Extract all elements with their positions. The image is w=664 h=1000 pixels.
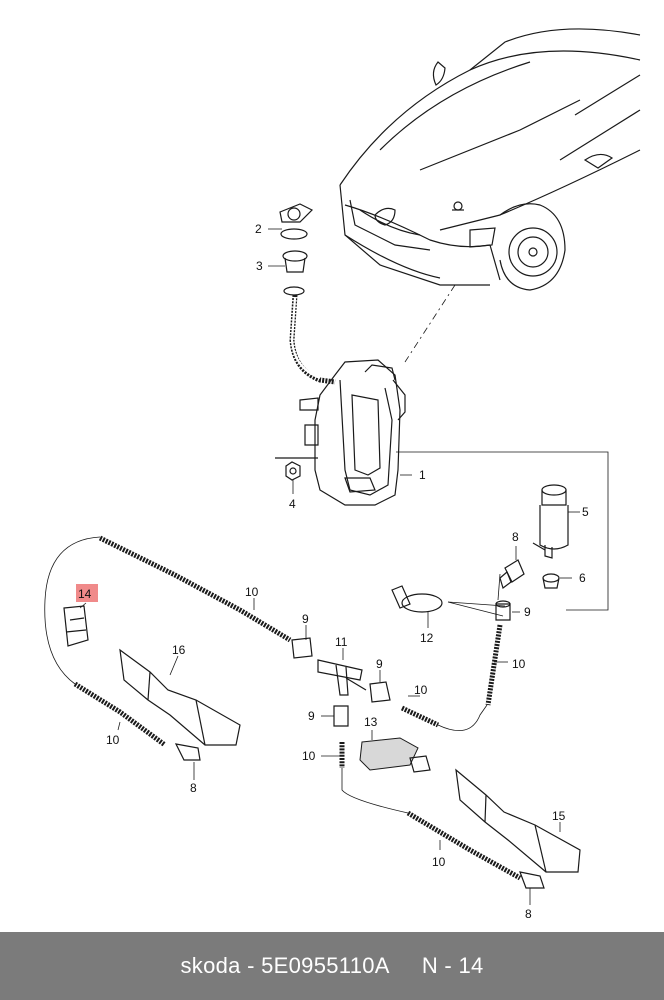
label-1: 1 <box>419 468 426 482</box>
filler-cap <box>279 203 314 240</box>
label-16: 16 <box>172 643 186 657</box>
bracket-14 <box>63 605 89 647</box>
filler-grommet <box>282 250 308 273</box>
label-8-left: 8 <box>190 781 197 795</box>
leader-lines <box>79 228 580 905</box>
connectors-9 <box>291 637 391 727</box>
footer-part-number: 5E0955110A <box>261 953 390 978</box>
parts-diagram: 2 3 4 1 5 6 8 9 12 10 10 9 11 9 10 9 13 … <box>44 28 641 921</box>
washer-pump <box>532 484 569 559</box>
label-9-right: 9 <box>524 605 531 619</box>
diagram-svg: 2 3 4 1 5 6 8 9 12 10 10 9 11 9 10 9 13 … <box>44 28 641 921</box>
leader-car-to-reservoir <box>404 284 456 363</box>
hoses <box>73 535 522 881</box>
footer-position: N - 14 <box>421 953 484 978</box>
label-10-mid: 10 <box>414 683 428 697</box>
label-9-low: 9 <box>308 709 315 723</box>
filler-neck-hose <box>289 294 336 385</box>
label-10-left: 10 <box>106 733 120 747</box>
washer-reservoir <box>275 359 406 506</box>
label-10-bottom: 10 <box>432 855 446 869</box>
label-9-top: 9 <box>302 612 309 626</box>
hose-clip <box>391 585 443 613</box>
connector-pump <box>499 559 525 589</box>
label-3: 3 <box>256 259 263 273</box>
part-labels: 2 3 4 1 5 6 8 9 12 10 10 9 11 9 10 9 13 … <box>78 222 589 921</box>
label-10-low: 10 <box>302 749 316 763</box>
connector-9-right <box>495 600 511 621</box>
label-8-pump: 8 <box>512 530 519 544</box>
label-10-right: 10 <box>512 657 526 671</box>
highlight-box-14 <box>76 584 98 602</box>
washer-jet-left <box>119 648 241 761</box>
label-12: 12 <box>420 631 434 645</box>
label-10-top: 10 <box>245 585 259 599</box>
washer-jet-right <box>455 768 581 889</box>
footer-gap <box>390 953 422 979</box>
nut <box>285 461 301 481</box>
label-15: 15 <box>552 809 566 823</box>
car-illustration <box>339 28 641 291</box>
footer-brand: skoda <box>180 953 241 978</box>
label-14: 14 <box>78 587 92 601</box>
label-11: 11 <box>335 635 348 649</box>
pump-grommet <box>542 573 560 589</box>
label-2: 2 <box>255 222 262 236</box>
footer-separator: - <box>240 953 262 978</box>
label-4: 4 <box>289 497 296 511</box>
label-13: 13 <box>364 715 378 729</box>
control-unit <box>359 737 431 773</box>
label-5: 5 <box>582 505 589 519</box>
t-piece <box>317 659 367 696</box>
bracket-line <box>396 451 609 611</box>
label-8-bottom: 8 <box>525 907 532 921</box>
footer-bar: skoda - 5E0955110A N - 14 <box>0 932 664 1000</box>
label-6: 6 <box>579 571 586 585</box>
label-9-mid: 9 <box>376 657 383 671</box>
